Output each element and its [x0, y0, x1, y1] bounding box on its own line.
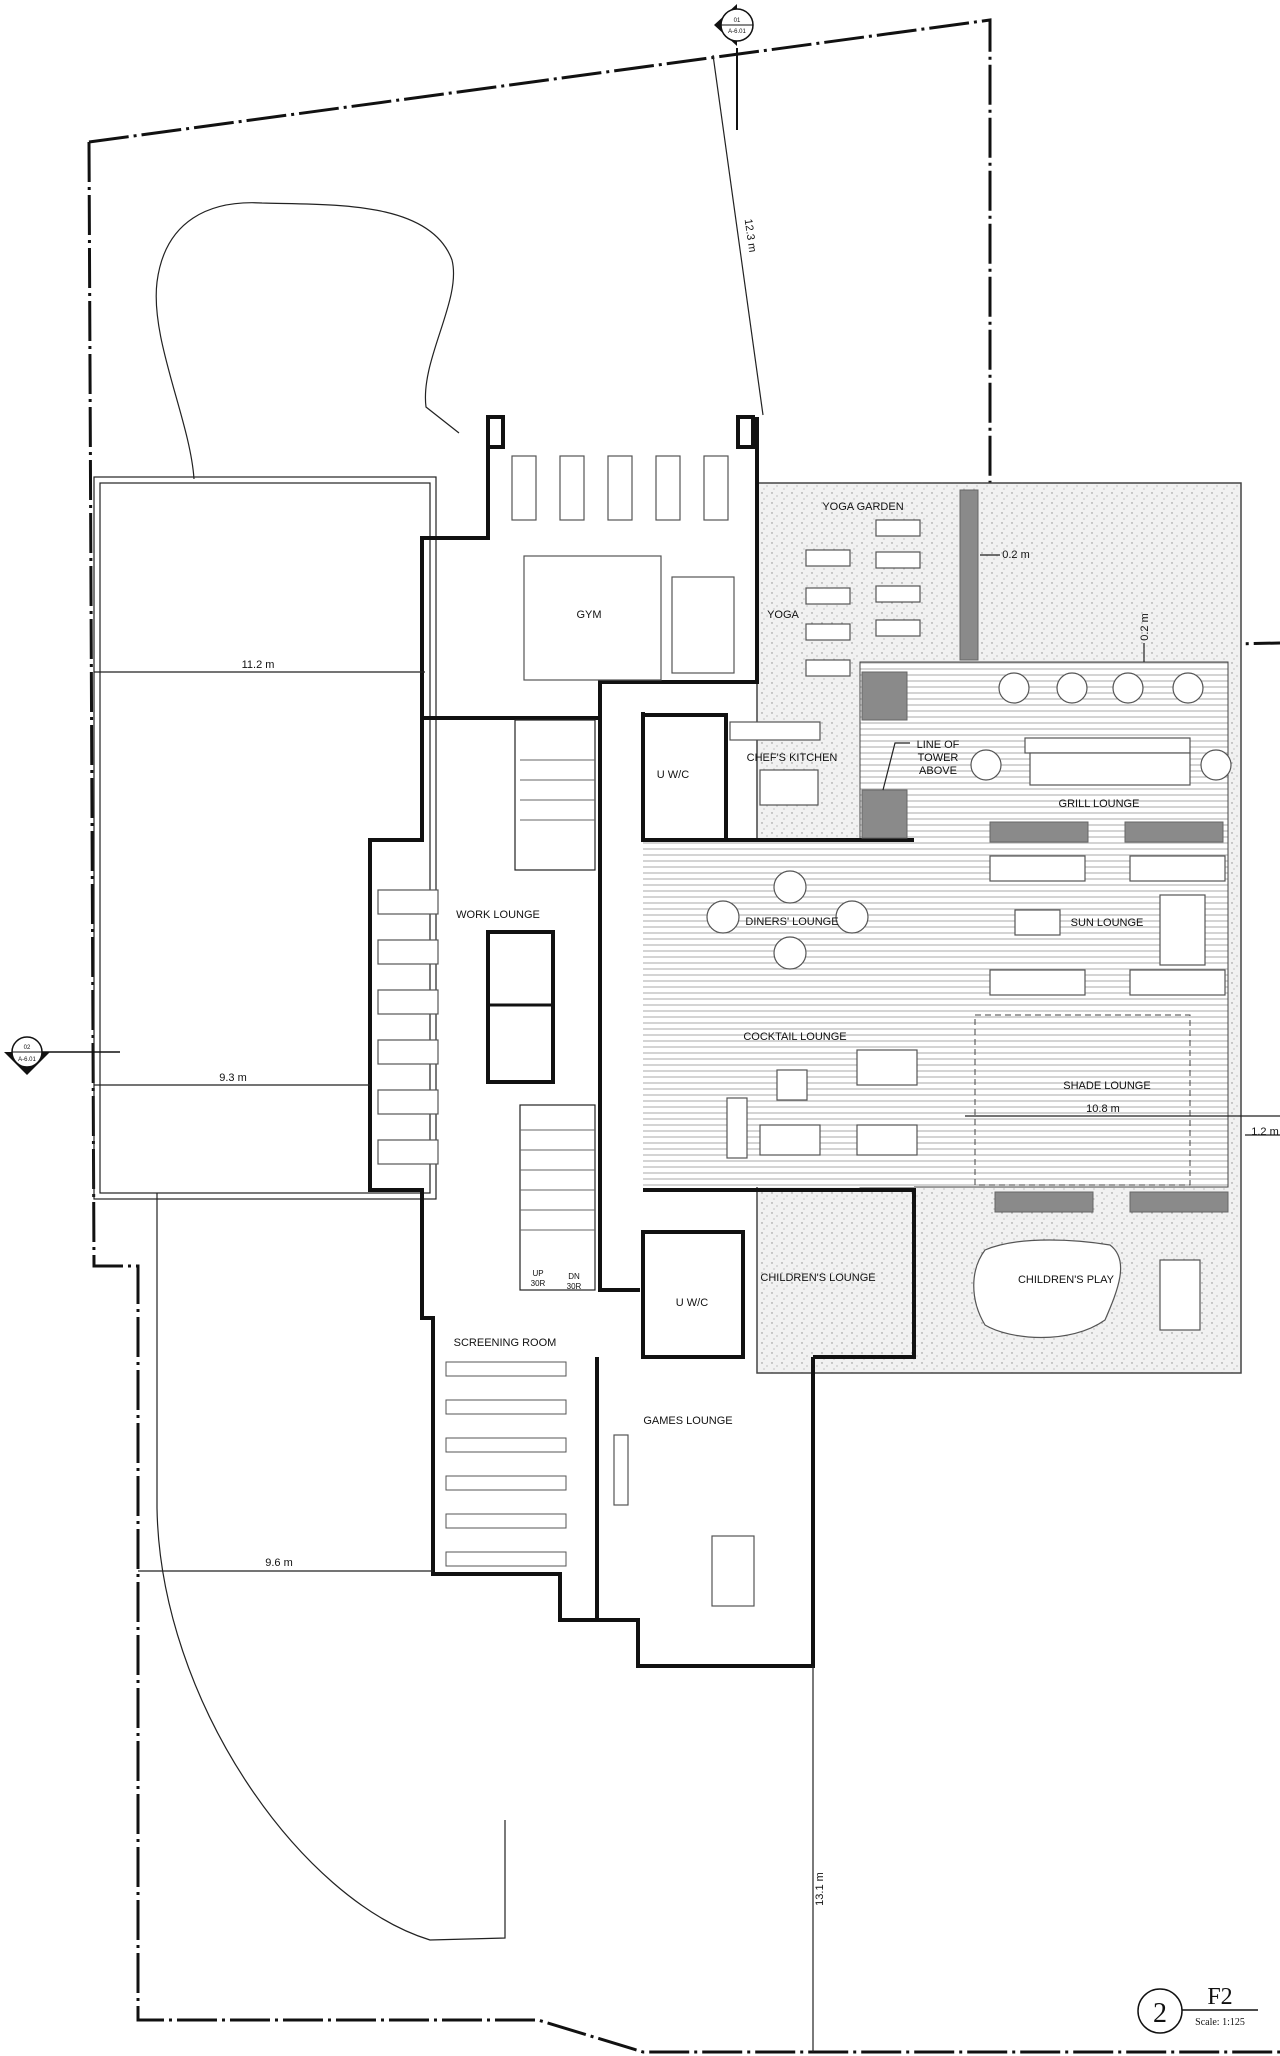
room-label-cocktail-lounge: COCKTAIL LOUNGE [743, 1031, 846, 1043]
dim-yoga-garden-edge: 0.2 m [980, 549, 1030, 561]
stair-north [514, 719, 596, 871]
svg-text:ABOVE: ABOVE [919, 765, 957, 777]
svg-text:TOWER: TOWER [918, 752, 959, 764]
dim-grill-edge: 0.2 m [1139, 613, 1151, 662]
games-walls [595, 1357, 815, 1668]
section-marker-01: 01 A-6.01 [714, 4, 754, 130]
sun-loungers [989, 855, 1226, 996]
room-label-shade-lounge: SHADE LOUNGE [1063, 1080, 1150, 1092]
main-walls-west [368, 718, 597, 1622]
games-shelf [613, 1434, 629, 1506]
svg-text:9.6 m: 9.6 m [265, 1557, 293, 1569]
planter [1129, 1191, 1229, 1213]
play-equipment [1159, 1259, 1201, 1331]
column [736, 415, 755, 449]
drawing-number: 2 [1153, 1998, 1167, 2029]
svg-text:30R: 30R [531, 1279, 546, 1288]
main-walls-core [598, 718, 640, 1292]
planter [861, 789, 908, 839]
dining-tables [706, 870, 869, 970]
room-label-diners-lounge: DINERS' LOUNGE [745, 916, 838, 928]
lot-curve-north [155, 202, 460, 480]
dim-east-terrace: 10.8 m [965, 1103, 1280, 1117]
wc-south [641, 1230, 745, 1359]
planter [994, 1191, 1094, 1213]
svg-text:13.1 m: 13.1 m [814, 1872, 826, 1906]
svg-text:LINE OF: LINE OF [917, 739, 960, 751]
svg-text:9.3 m: 9.3 m [219, 1072, 247, 1084]
cocktail-sofas [726, 1049, 918, 1159]
kitchen-counter [729, 721, 821, 741]
podium-edge [93, 476, 437, 1200]
svg-text:0.2 m: 0.2 m [1139, 613, 1151, 641]
dim-west-upper: 11.2 m [94, 659, 425, 673]
treadmills [511, 455, 729, 521]
tower-outline [974, 1014, 1191, 1186]
room-label-uwc-north: U W/C [657, 769, 689, 781]
room-label-childrens-play: CHILDREN'S PLAY [1018, 1274, 1115, 1286]
dim-north-setback: 12.3 m [712, 54, 764, 416]
room-label-gym: GYM [576, 609, 601, 621]
wc-north [641, 713, 728, 842]
dim-west-lower: 9.6 m [138, 1557, 433, 1572]
planter [1124, 821, 1224, 843]
room-label-grill-lounge: GRILL LOUNGE [1059, 798, 1140, 810]
svg-text:30R: 30R [567, 1282, 582, 1291]
drawing-scale: Scale: 1:125 [1195, 2017, 1245, 2028]
section-marker-02: 02 A-6.01 [4, 1036, 120, 1075]
gym-mat [671, 576, 735, 674]
room-label-work-lounge: WORK LOUNGE [456, 909, 540, 921]
room-label-screening-room: SCREENING ROOM [454, 1337, 557, 1349]
dim-west-middle: 9.3 m [94, 1072, 370, 1086]
childrens-play-area [973, 1239, 1122, 1339]
svg-text:02: 02 [24, 1045, 31, 1051]
stair-south [519, 1104, 596, 1291]
podium-slab [99, 482, 431, 1194]
gym-walls [420, 417, 759, 720]
grill-furniture [970, 672, 1232, 786]
dim-east-edge: 1.2 m [1245, 1126, 1280, 1138]
planter [959, 489, 979, 661]
svg-text:01: 01 [734, 18, 741, 24]
property-line-west [87, 141, 1280, 2054]
yoga-mats [805, 519, 921, 677]
screening-seats [445, 1361, 567, 1567]
room-label-childrens-lounge: CHILDREN'S LOUNGE [760, 1272, 875, 1284]
svg-text:A-6.01: A-6.01 [18, 1057, 36, 1063]
stair-up-note: UP 30R [531, 1269, 546, 1288]
lot-curve-south [156, 1193, 506, 1941]
room-label-games-lounge: GAMES LOUNGE [643, 1415, 732, 1427]
drawing-title-block: 2 F2 Scale: 1:125 [1137, 1984, 1258, 2034]
svg-text:10.8 m: 10.8 m [1086, 1103, 1120, 1115]
svg-text:A-6.01: A-6.01 [728, 29, 746, 35]
lounge-walls-south [643, 1188, 916, 1359]
room-label-yoga-garden: YOGA GARDEN [822, 501, 903, 513]
column [486, 415, 505, 449]
svg-text:UP: UP [532, 1269, 543, 1278]
elevator [486, 930, 555, 1084]
drawing-title: F2 [1207, 1984, 1232, 2010]
tower-line-note: LINE OF TOWER ABOVE [882, 739, 960, 791]
svg-text:0.2 m: 0.2 m [1002, 549, 1030, 561]
gym-mat [523, 555, 662, 681]
property-line [88, 18, 1280, 651]
svg-text:11.2 m: 11.2 m [242, 659, 275, 671]
planter [989, 821, 1089, 843]
planter [861, 671, 908, 721]
room-label-yoga: YOGA [767, 609, 799, 621]
room-label-sun-lounge: SUN LOUNGE [1071, 917, 1144, 929]
svg-text:1.2 m: 1.2 m [1251, 1126, 1279, 1138]
room-label-chefs-kitchen: CHEF'S KITCHEN [747, 752, 838, 764]
svg-text:DN: DN [568, 1272, 580, 1281]
kitchen-island [759, 769, 819, 806]
svg-text:12.3 m: 12.3 m [742, 218, 759, 253]
work-desks [377, 889, 439, 1165]
stair-dn-note: DN 30R [567, 1272, 582, 1291]
dim-south-setback: 13.1 m [812, 1666, 826, 2052]
room-label-uwc-south: U W/C [676, 1297, 708, 1309]
pool-table [711, 1535, 755, 1607]
